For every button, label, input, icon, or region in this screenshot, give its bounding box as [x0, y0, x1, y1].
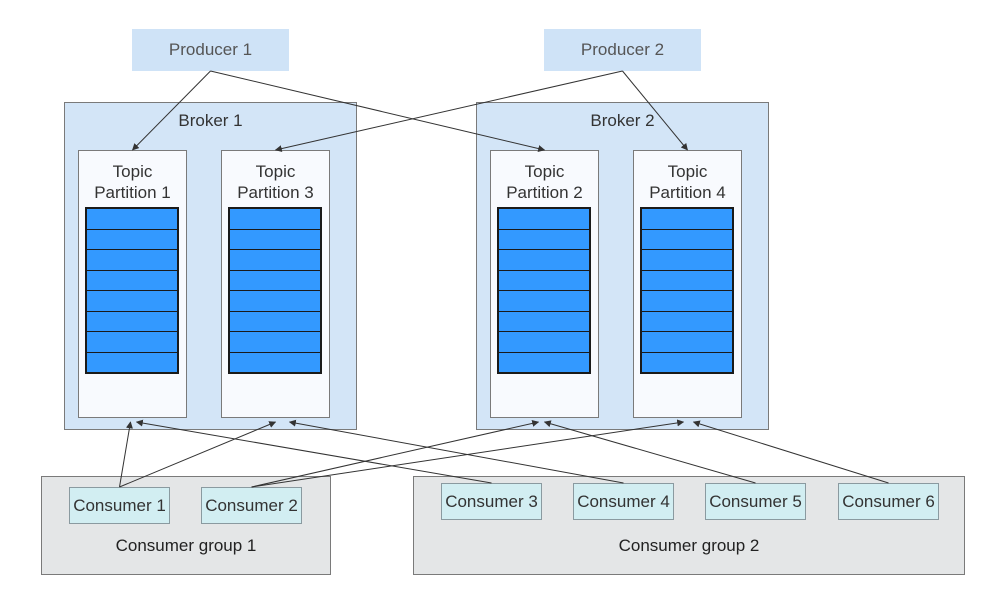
topic-partition-2-line2: Partition 2 [506, 183, 583, 202]
log-segment [642, 312, 732, 332]
log-segment [642, 271, 732, 291]
log-segment [499, 291, 589, 312]
consumer-6-label: Consumer 6 [842, 491, 935, 511]
arrow-c1-to-tp3 [119, 421, 277, 488]
log-segment [642, 250, 732, 271]
producer-2-box: Producer 2 [544, 29, 701, 71]
topic-partition-1-log [85, 207, 179, 374]
arrow-p1-to-tp2 [210, 70, 546, 152]
log-segment [499, 332, 589, 353]
topic-partition-4-box: Topic Partition 4 [633, 150, 742, 418]
broker-1-label: Broker 1 [178, 111, 243, 130]
consumer-5-box: Consumer 5 [705, 483, 806, 520]
log-segment [87, 291, 177, 312]
log-segment [499, 271, 589, 291]
log-segment [87, 332, 177, 353]
topic-partition-4-title: Topic Partition 4 [634, 161, 741, 203]
consumer-4-box: Consumer 4 [573, 483, 674, 520]
consumer-4-label: Consumer 4 [577, 491, 670, 511]
topic-partition-1-title: Topic Partition 1 [79, 161, 186, 203]
log-segment [230, 209, 320, 230]
topic-partition-3-log [228, 207, 322, 374]
arrow-p2-to-tp3 [274, 70, 623, 153]
log-segment [87, 312, 177, 332]
producer-1-box: Producer 1 [132, 29, 289, 71]
log-segment [642, 230, 732, 250]
topic-partition-3-line2: Partition 3 [237, 183, 314, 202]
topic-partition-4-log [640, 207, 734, 374]
consumer-5-label: Consumer 5 [709, 491, 802, 511]
log-segment [230, 230, 320, 250]
topic-partition-3-title: Topic Partition 3 [222, 161, 329, 203]
log-segment [230, 291, 320, 312]
log-segment [87, 271, 177, 291]
log-segment [230, 250, 320, 271]
topic-partition-4-line2: Partition 4 [649, 183, 726, 202]
producer-2-label: Producer 2 [580, 40, 665, 59]
log-segment [642, 209, 732, 230]
producer-1-label: Producer 1 [168, 40, 253, 59]
topic-partition-1-box: Topic Partition 1 [78, 150, 187, 418]
consumer-group-1-label: Consumer group 1 [115, 536, 257, 555]
arrow-p1-to-tp1 [132, 70, 211, 151]
consumer-group-2-label: Consumer group 2 [618, 536, 760, 555]
topic-partition-2-line1: Topic [524, 162, 565, 181]
log-segment [87, 209, 177, 230]
log-segment [230, 332, 320, 353]
log-segment [499, 230, 589, 250]
topic-partition-2-box: Topic Partition 2 [490, 150, 599, 418]
topic-partition-1-line1: Topic [112, 162, 153, 181]
topic-partition-3-line1: Topic [255, 162, 296, 181]
log-segment [230, 312, 320, 332]
consumer-1-label: Consumer 1 [73, 495, 166, 515]
consumer-2-box: Consumer 2 [201, 487, 302, 524]
log-segment [642, 332, 732, 353]
topic-partition-2-log [497, 207, 591, 374]
topic-partition-1-line2: Partition 1 [94, 183, 171, 202]
log-segment [499, 209, 589, 230]
log-segment [87, 230, 177, 250]
arrow-c3-to-tp1 [135, 419, 492, 484]
log-segment [87, 250, 177, 271]
arrow-c2-to-tp2 [251, 419, 540, 488]
topic-partition-4-line1: Topic [667, 162, 708, 181]
consumer-3-box: Consumer 3 [441, 483, 542, 520]
consumer-3-label: Consumer 3 [445, 491, 538, 511]
log-segment [499, 250, 589, 271]
arrow-c4-to-tp3 [288, 419, 624, 484]
topic-partition-2-title: Topic Partition 2 [491, 161, 598, 203]
broker-2-label: Broker 2 [590, 111, 655, 130]
log-segment [499, 312, 589, 332]
arrow-c5-to-tp2 [543, 420, 756, 484]
log-segment [230, 271, 320, 291]
arrow-c1-to-tp1 [119, 421, 133, 488]
arrow-p2-to-tp4 [622, 70, 688, 151]
consumer-2-label: Consumer 2 [205, 495, 298, 515]
log-segment [642, 291, 732, 312]
consumer-6-box: Consumer 6 [838, 483, 939, 520]
arrow-c6-to-tp4 [692, 420, 889, 484]
consumer-1-box: Consumer 1 [69, 487, 170, 524]
